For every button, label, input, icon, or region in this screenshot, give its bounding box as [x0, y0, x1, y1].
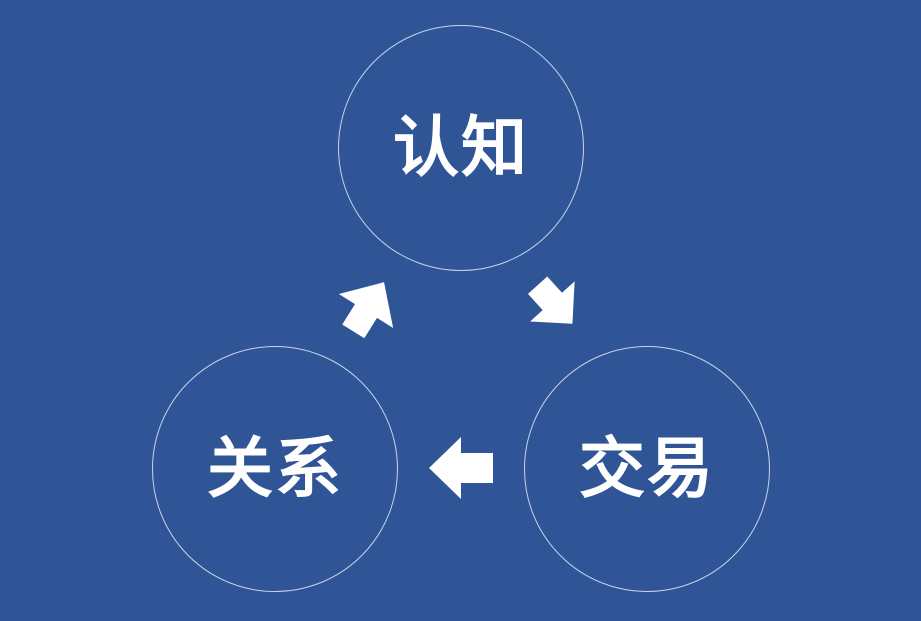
- node-cognition: 认知: [338, 25, 584, 271]
- arrow-relationship-to-cognition: [338, 282, 394, 339]
- node-relationship-label: 关系: [207, 430, 343, 507]
- node-cognition-label: 认知: [393, 109, 529, 186]
- node-transaction: 交易: [524, 346, 770, 592]
- arrow-transaction-to-relationship: [429, 437, 493, 499]
- node-relationship: 关系: [152, 346, 398, 592]
- arrow-cognition-to-transaction: [527, 276, 575, 324]
- node-transaction-label: 交易: [579, 430, 715, 507]
